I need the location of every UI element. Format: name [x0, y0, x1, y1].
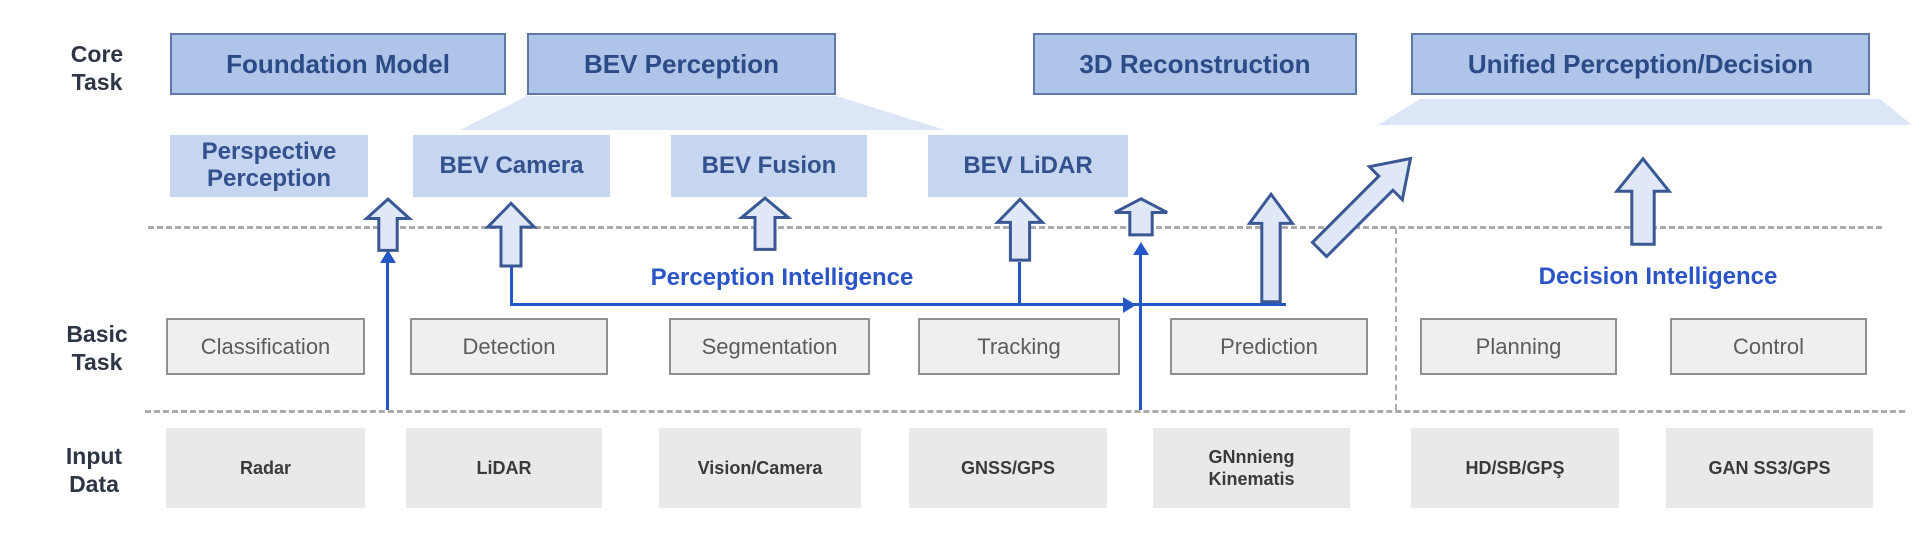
- input-data-label-line: GNnnieng: [1208, 446, 1295, 467]
- perception-intelligence-label: Perception Intelligence: [650, 264, 914, 291]
- prediction-up-connector-line: [1139, 254, 1142, 410]
- input-data-box-hd-sb-gps: HD/SB/GPŞ: [1411, 428, 1619, 508]
- core-task-box-3d-reconstruction: 3D Reconstruction: [1033, 33, 1357, 95]
- basic-task-box-tracking: Tracking: [918, 318, 1120, 375]
- core-task-box-unified-perception-decision: Unified Perception/Decision: [1411, 33, 1870, 95]
- input-data-box-kinematics: GNnnieng Kinematis: [1153, 428, 1350, 508]
- input-data-box-radar: Radar: [166, 428, 365, 508]
- sub-task-box-bev-fusion: BEV Fusion: [671, 135, 867, 197]
- up-block-arrow-icon: [1113, 198, 1169, 236]
- row-label-input-data: Input Data: [44, 442, 144, 498]
- input-data-label-line: Kinematis: [1208, 469, 1295, 489]
- row-label-line: Core: [70, 41, 124, 67]
- basic-task-box-detection: Detection: [410, 318, 608, 375]
- row-label-core-task: Core Task: [47, 40, 147, 96]
- up-block-arrow-icon: [486, 202, 536, 268]
- up-block-arrow-icon: [996, 198, 1044, 262]
- basic-task-box-classification: Classification: [166, 318, 365, 375]
- row-label-line: Task: [71, 69, 123, 96]
- sub-task-label-line: Perspective: [201, 138, 337, 166]
- perception-horizontal-bus-line: [510, 303, 1286, 306]
- sub-task-label-line: Perception: [206, 165, 332, 192]
- basic-task-box-segmentation: Segmentation: [669, 318, 870, 375]
- bev-camera-elbow-connector: [510, 266, 513, 306]
- tall-up-block-arrow-icon: [1248, 192, 1294, 304]
- input-data-box-lidar: LiDAR: [406, 428, 602, 508]
- basic-task-box-planning: Planning: [1420, 318, 1617, 375]
- row-label-line: Data: [69, 471, 119, 498]
- sub-task-box-perspective-perception: Perspective Perception: [170, 135, 368, 197]
- sub-task-box-bev-camera: BEV Camera: [413, 135, 610, 197]
- input-data-box-vision-camera: Vision/Camera: [659, 428, 861, 508]
- right-arrowhead-icon: [1123, 297, 1136, 313]
- row-label-basic-task: Basic Task: [47, 320, 147, 376]
- sub-task-box-bev-lidar: BEV LiDAR: [928, 135, 1128, 197]
- up-arrowhead-icon: [1133, 242, 1149, 255]
- basic-task-box-control: Control: [1670, 318, 1867, 375]
- lower-dashed-separator: [145, 410, 1905, 413]
- row-label-line: Basic: [66, 321, 128, 347]
- bev-perception-trapezoid-connector: [460, 96, 945, 130]
- bev-lidar-stem-connector: [1018, 262, 1021, 306]
- core-task-box-bev-perception: BEV Perception: [527, 33, 836, 95]
- input-data-box-gnss-gps: GNSS/GPS: [909, 428, 1107, 508]
- up-block-arrow-icon: [365, 198, 411, 252]
- decision-region-dashed-divider: [1395, 228, 1397, 410]
- decision-intelligence-label: Decision Intelligence: [1538, 263, 1778, 290]
- row-label-line: Task: [71, 349, 123, 376]
- diagonal-up-right-block-arrow-icon: [1300, 139, 1430, 269]
- up-block-arrow-icon: [740, 197, 790, 251]
- input-data-box-gan-ss-gps: GAN SS3/GPS: [1666, 428, 1873, 508]
- up-arrowhead-icon: [380, 250, 396, 263]
- unified-decision-trapezoid-connector: [1378, 99, 1912, 125]
- up-block-arrow-icon: [1615, 157, 1671, 247]
- basic-task-box-prediction: Prediction: [1170, 318, 1368, 375]
- row-label-line: Input: [65, 443, 123, 469]
- core-task-box-foundation-model: Foundation Model: [170, 33, 506, 95]
- classification-up-connector-line: [386, 262, 389, 410]
